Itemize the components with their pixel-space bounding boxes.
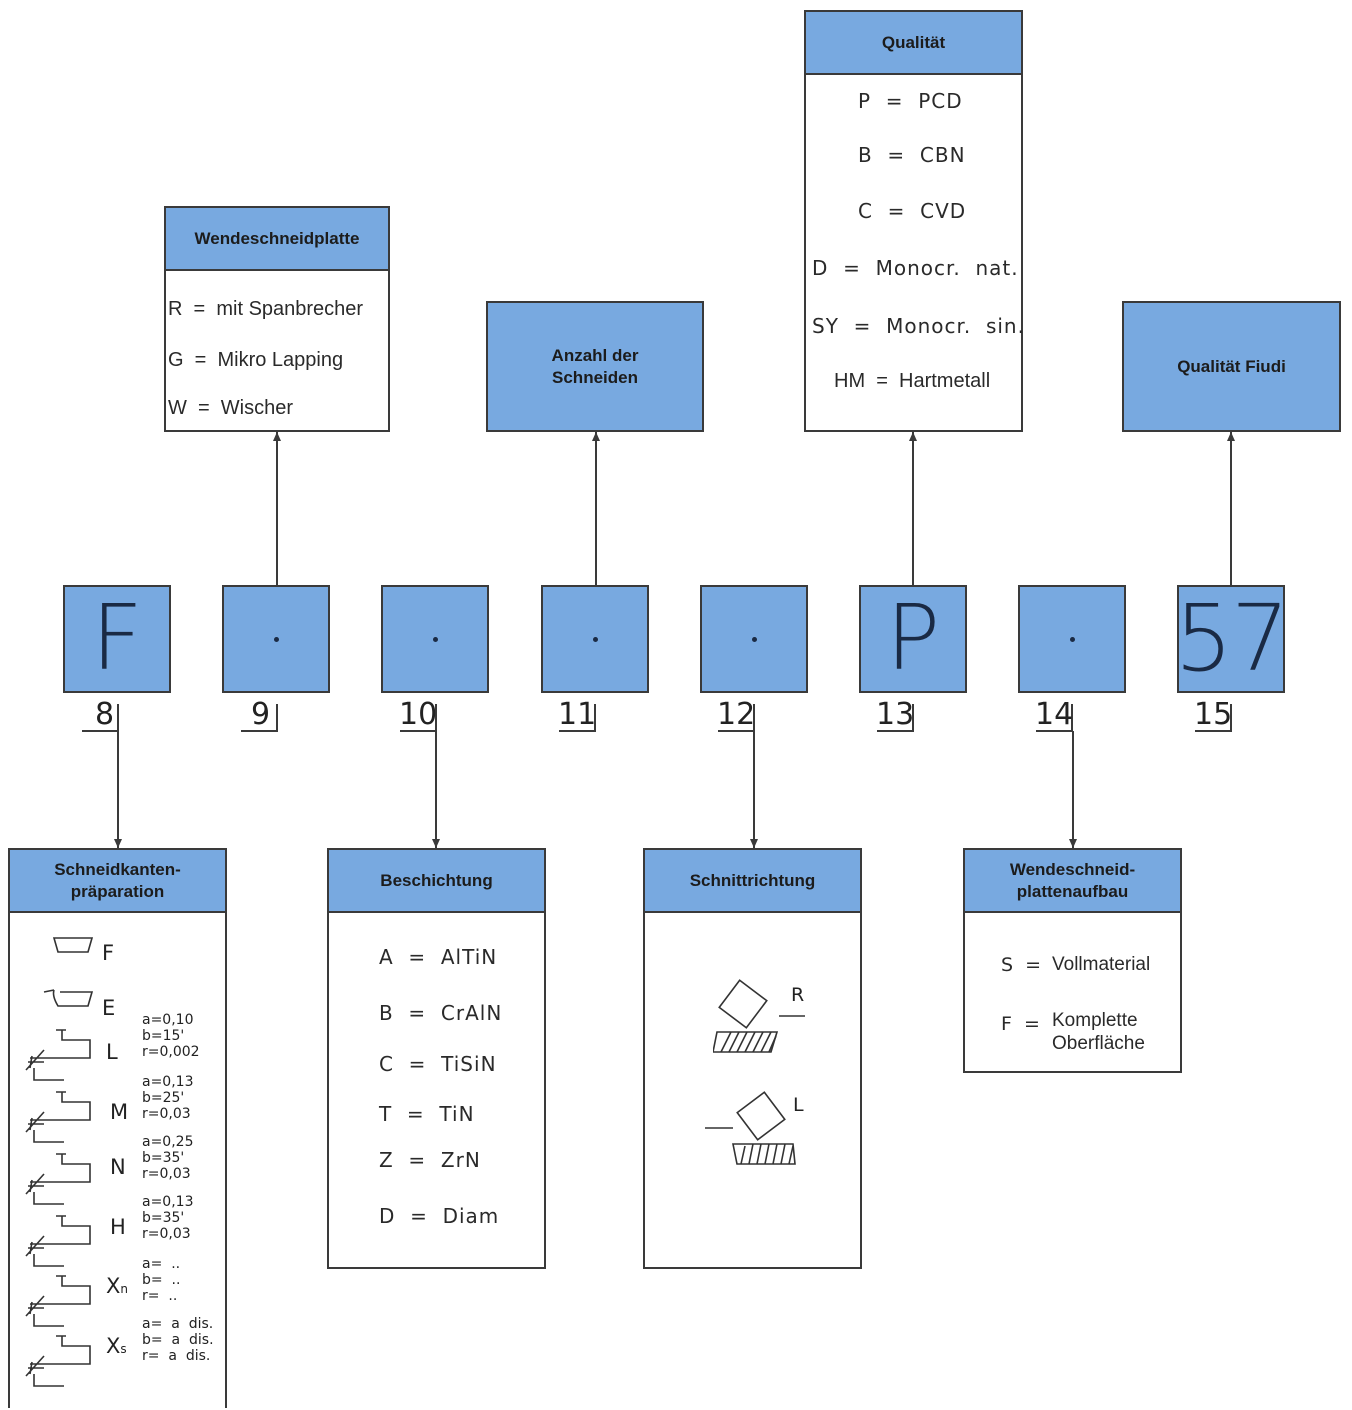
aufbau-box: Wendeschneid- plattenaufbau S = Vollmate… [963,848,1182,1073]
underline-15 [1195,704,1232,732]
besch-item-a: A = AlTiN [379,945,498,969]
code-box-10 [381,585,489,693]
prep-label-h: H [110,1215,126,1239]
wsp-item-w: W = Wischer [168,397,294,419]
position-number-13: 13 [876,697,915,732]
cut-direction-right-icon [713,979,805,1053]
qual-item-b: B = CBN [858,143,966,167]
prep-label-n: N [110,1155,126,1179]
aufbau-item-f-key: F = [1001,1013,1040,1035]
underline-9 [241,704,278,732]
schnittrichtung-title: Schnittrichtung [645,850,860,913]
prep-params-n: a=0,25 b=35' r=0,03 [142,1134,194,1182]
position-number-15: 15 [1194,697,1233,732]
beschichtung-box: Beschichtung A = AlTiN B = CrAlN C = TiS… [327,848,546,1269]
edge-prep-sketches [25,937,94,1387]
code-box-9 [222,585,330,693]
wsp-item-g: G = Mikro Lapping [168,349,344,371]
cut-direction-left-icon [705,1091,796,1165]
aufbau-item-s-text: Vollmaterial [1052,954,1151,975]
prep-label-e: E [102,996,116,1020]
qual-item-p: P = PCD [858,89,963,113]
anzahl-box: Anzahl der Schneiden [486,301,704,432]
prep-label-xs: Xs [106,1334,127,1358]
position-number-10: 10 [399,697,438,732]
qual-item-c: C = CVD [858,199,967,223]
position-number-12: 12 [717,697,756,732]
prep-params-xs: a= a dis. b= a dis. r= a dis. [142,1316,214,1364]
dot-12 [751,636,757,642]
prep-label-m: M [110,1100,129,1124]
beschichtung-title: Beschichtung [329,850,544,913]
prep-params-h: a=0,13 b=35' r=0,03 [142,1194,194,1242]
code-box-12 [700,585,808,693]
cut-direction-r-label: R [791,984,805,1006]
position-number-14: 14 [1035,697,1074,732]
underline-11 [559,704,596,732]
position-number-8: 8 [95,697,115,732]
aufbau-item-s-key: S = [1001,954,1042,976]
dot-14 [1069,636,1075,642]
prep-params-m: a=0,13 b=25' r=0,03 [142,1074,194,1122]
wendeschneidplatte-box: Wendeschneidplatte R = mit Spanbrecher G… [164,206,390,432]
position-number-9: 9 [251,697,271,732]
besch-item-c: C = TiSiN [379,1052,497,1076]
wsp-item-r: R = mit Spanbrecher [168,298,364,320]
qualitaet-fiudi-box: Qualität Fiudi [1122,301,1341,432]
prep-label-l: L [106,1040,118,1064]
dot-11 [592,636,598,642]
code-box-11 [541,585,649,693]
schnittrichtung-box: Schnittrichtung R L [643,848,862,1269]
code-box-13: P [859,585,967,693]
prep-label-f: F [102,941,115,965]
prep-params-xn: a= .. b= .. r= .. [142,1256,181,1304]
besch-item-d: D = Diam [379,1204,500,1228]
besch-item-b: B = CrAlN [379,1001,503,1025]
wendeschneidplatte-title: Wendeschneidplatte [166,208,388,271]
aufbau-item-f-text: Komplette Oberfläche [1052,1010,1145,1054]
qualitaet-title: Qualität [806,12,1021,75]
qual-item-sy: SY = Monocr. sin. [812,314,1025,338]
cut-direction-l-label: L [793,1094,804,1116]
qualitaet-box: Qualität P = PCD B = CBN C = CVD D = Mon… [804,10,1025,432]
qual-item-hm: HM = Hartmetall [834,370,991,392]
qualitaet-fiudi-title: Qualität Fiudi [1124,303,1339,430]
aufbau-title: Wendeschneid- plattenaufbau [965,850,1180,913]
besch-item-t: T = TiN [379,1102,475,1126]
position-number-11: 11 [558,697,597,732]
code-box-8: F [63,585,171,693]
prep-label-xn: Xn [106,1274,128,1298]
besch-item-z: Z = ZrN [379,1148,481,1172]
anzahl-title: Anzahl der Schneiden [488,303,702,430]
schneidkanten-title: Schneidkanten- präparation [10,850,225,913]
dot-10 [432,636,438,642]
code-box-14 [1018,585,1126,693]
qual-item-d: D = Monocr. nat. [812,256,1019,280]
schneidkanten-box: Schneidkanten- präparation [8,848,227,1408]
prep-params-l: a=0,10 b=15' r=0,002 [142,1012,200,1060]
dot-9 [273,636,279,642]
underline-13 [877,704,914,732]
code-box-15: 57 [1174,585,1290,693]
